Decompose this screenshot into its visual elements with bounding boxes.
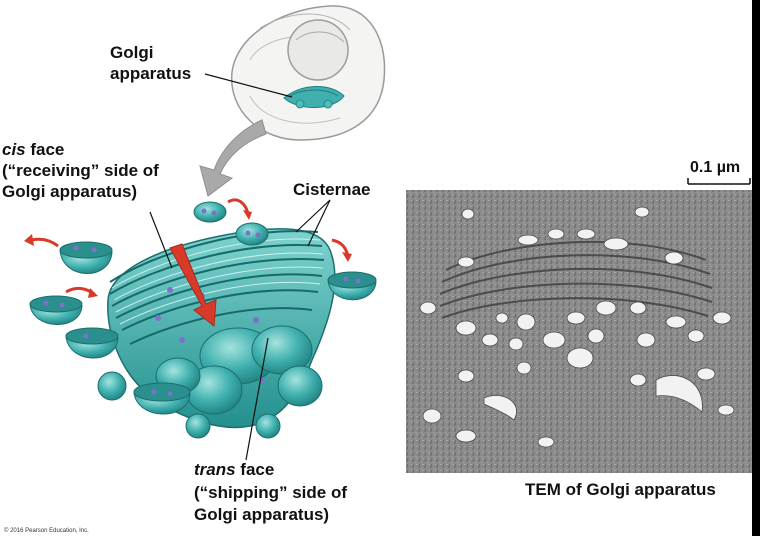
vesicle [29, 295, 83, 325]
cis-to-trans-arrow [169, 243, 217, 327]
scale-bar [687, 178, 751, 185]
trans-leader-line [245, 337, 269, 461]
vesicle [235, 222, 269, 246]
cis-face-rest: face [25, 140, 65, 159]
tem-micrograph [406, 190, 752, 473]
vesicle [97, 371, 127, 401]
vesicle [255, 413, 281, 439]
trans-face-label: trans face [194, 460, 274, 480]
vesicle [65, 327, 119, 359]
trans-face-italic: trans [194, 460, 236, 479]
cis-face-italic: cis [2, 140, 26, 159]
golgi-label-line1: Golgi [110, 43, 154, 62]
cis-face-line2: (“receiving” side of [2, 161, 159, 180]
cis-face-label: cis face [2, 140, 64, 160]
right-edge-bar [752, 0, 760, 536]
transport-arrowheads [24, 210, 352, 298]
cisternae-leader-line-2 [307, 199, 331, 247]
cell-sketch [231, 5, 386, 141]
trans-face-rest: face [235, 460, 275, 479]
scale-bar-label: 0.1 µm [690, 159, 741, 176]
tem-caption: TEM of Golgi apparatus [525, 480, 716, 499]
cisternae-leader-line-1 [295, 199, 331, 233]
trans-face-line3: Golgi apparatus) [194, 505, 330, 524]
vesicles [29, 201, 377, 439]
copyright-notice: © 2016 Pearson Education, Inc. [4, 528, 89, 534]
cell-golgi-highlight [283, 85, 345, 109]
vesicle [185, 413, 211, 439]
leader-lines [149, 199, 331, 461]
zoom-arrow [199, 119, 267, 197]
vesicle [133, 382, 191, 415]
vesicle [59, 241, 113, 274]
cis-leader-line [149, 211, 173, 269]
golgi-leader-line [204, 73, 293, 98]
vesicle [193, 201, 227, 223]
cisternae-label: Cisternae [293, 180, 371, 199]
trans-face-line2: (“shipping” side of [194, 483, 347, 502]
cis-face-line3: Golgi apparatus) [2, 182, 138, 201]
vesicle [327, 271, 377, 301]
golgi-label-line2: apparatus [110, 64, 192, 83]
